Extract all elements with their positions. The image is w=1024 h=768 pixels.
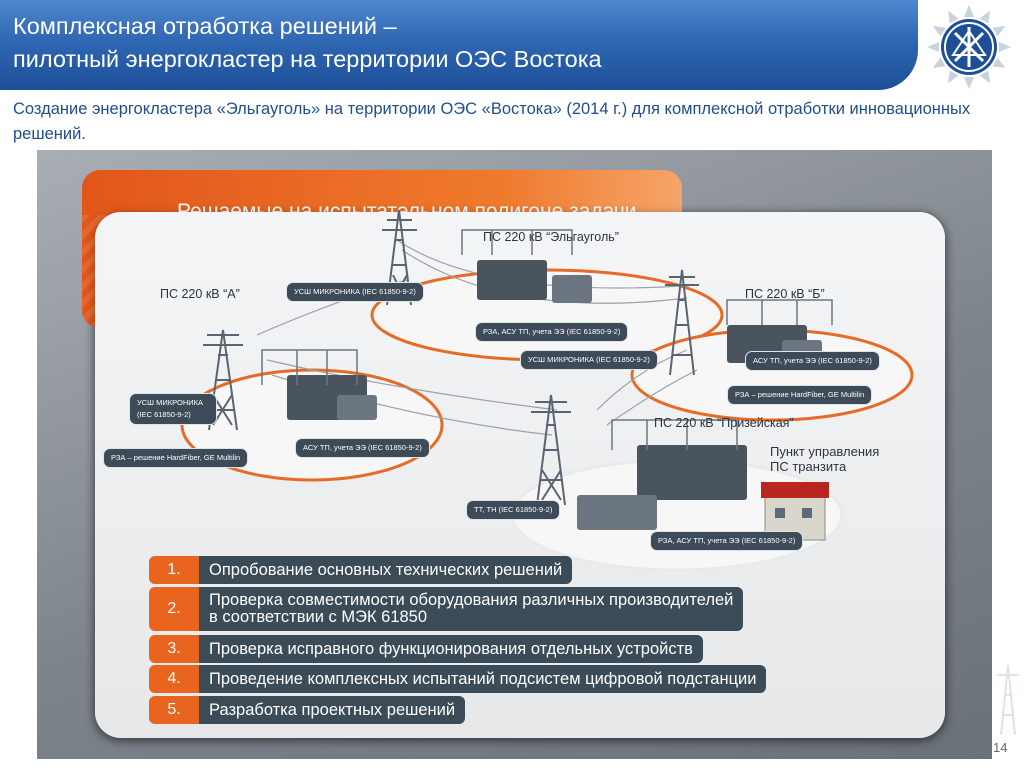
tower-prizeiskaya bbox=[531, 394, 571, 506]
task-text: Проверка совместимости оборудования разл… bbox=[199, 587, 744, 631]
task-number: 3. bbox=[149, 635, 199, 663]
equipment-elgaugol bbox=[477, 260, 547, 300]
task-number: 4. bbox=[149, 665, 199, 693]
page-number: 14 bbox=[993, 740, 1008, 755]
control-point-label: Пункт управления ПС транзита bbox=[770, 444, 880, 474]
tower-b bbox=[665, 269, 699, 376]
station-label-elgaugol: ПС 220 кВ “Эльгауголь” bbox=[483, 230, 619, 244]
task-item: 1. Опробование основных технических реше… bbox=[149, 556, 573, 584]
task-number: 2. bbox=[149, 587, 199, 631]
slide-title-line2: пилотный энергокластер на территории ОЭС… bbox=[13, 46, 602, 72]
tag-b-rza: РЗА – решение HardFiber, GE Multilin bbox=[727, 385, 873, 405]
station-label-b: ПС 220 кВ “Б” bbox=[745, 287, 825, 301]
tag-b-ussh: УСШ МИКРОНИКА (IEC 61850-9-2) bbox=[520, 350, 658, 370]
slide-title: Комплексная отработка решений – пилотный… bbox=[13, 10, 602, 76]
tag-elgaugol-ussh: УСШ МИКРОНИКА (IEC 61850-9-2) bbox=[286, 282, 424, 302]
tag-a-asu: АСУ ТП, учета ЭЭ (IEC 61850-9-2) bbox=[295, 438, 430, 458]
slide-title-line1: Комплексная отработка решений – bbox=[13, 13, 397, 39]
tag-b-asu: АСУ ТП, учета ЭЭ (IEC 61850-9-2) bbox=[745, 351, 880, 371]
station-label-a: ПС 220 кВ “А” bbox=[160, 287, 240, 301]
task-text: Опробование основных технических решений bbox=[199, 556, 573, 584]
task-number: 5. bbox=[149, 696, 199, 724]
equipment-prizeiskaya bbox=[637, 445, 747, 500]
tag-prizeiskaya-tt: ТТ, ТН (IEC 61850-9-2) bbox=[466, 500, 561, 520]
company-logo-icon bbox=[927, 5, 1011, 89]
title-banner: Комплексная отработка решений – пилотный… bbox=[0, 0, 918, 90]
substation-scene bbox=[180, 209, 914, 572]
task-text: Разработка проектных решений bbox=[199, 696, 466, 724]
task-item: 5. Разработка проектных решений bbox=[149, 696, 466, 724]
station-label-prizeiskaya: ПС 220 кВ “Призейская” bbox=[654, 416, 794, 430]
tag-elgaugol-rza: РЗА, АСУ ТП, учета ЭЭ (IEC 61850-9-2) bbox=[475, 322, 629, 342]
decorative-tower-icon bbox=[997, 664, 1019, 735]
slide-subtitle: Создание энергокластера «Эльгауголь» на … bbox=[13, 100, 971, 143]
task-item: 2. Проверка совместимости оборудования р… bbox=[149, 587, 744, 631]
tag-a-ussh: УСШ МИКРОНИКА (IEC 61850-9-2) bbox=[129, 393, 217, 425]
task-text: Проверка исправного функционирования отд… bbox=[199, 635, 703, 663]
pilot-cluster-figure: Решаемые на испытательном полигоне задач… bbox=[37, 150, 992, 759]
task-text: Проведение комплексных испытаний подсист… bbox=[199, 665, 767, 693]
task-number: 1. bbox=[149, 556, 199, 584]
tag-a-rza: РЗА – решение HardFiber, GE Multilin bbox=[103, 448, 249, 468]
tag-prizeiskaya-rza: РЗА, АСУ ТП, учета ЭЭ (IEC 61850-9-2) bbox=[650, 531, 804, 551]
task-item: 3. Проверка исправного функционирования … bbox=[149, 635, 703, 663]
task-item: 4. Проведение комплексных испытаний подс… bbox=[149, 665, 767, 693]
